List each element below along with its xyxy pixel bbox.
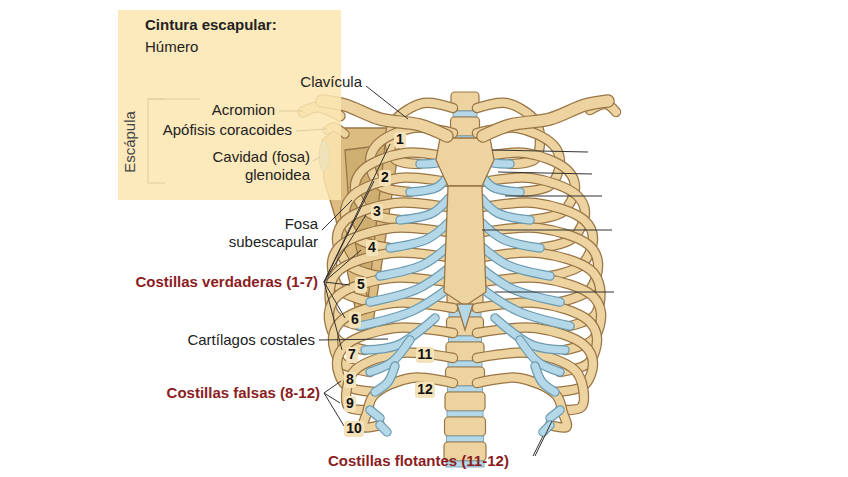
- callout-number: 10: [344, 421, 364, 436]
- callout-number: 7: [346, 347, 358, 362]
- costal-cartilage: [390, 222, 449, 248]
- costal-cartilage: [535, 366, 555, 392]
- costal-cartilage: [550, 410, 560, 418]
- costal-cartilage: [481, 222, 540, 248]
- group-label: Costillas falsas (8-12): [167, 384, 320, 402]
- info-box: Cintura escapular: HúmeroEscápula Acromion…: [118, 10, 341, 200]
- costal-cartilage: [495, 318, 565, 350]
- leader-line: [482, 230, 612, 231]
- leader-line: [505, 196, 602, 197]
- costal-cartilages: [360, 150, 570, 432]
- costal-cartilage-outline: [495, 318, 565, 350]
- leader-line: [366, 86, 408, 119]
- part-label: Clavícula: [300, 73, 362, 91]
- callout-number: 5: [355, 277, 367, 292]
- leader-line: [324, 215, 366, 282]
- callout-number: 2: [379, 170, 391, 185]
- group-label: Costillas flotantes (11-12): [328, 452, 509, 470]
- leader-line: [324, 393, 344, 426]
- callout-number: 6: [349, 312, 361, 327]
- costal-cartilage-outline: [400, 198, 449, 220]
- costal-cartilage-outline: [365, 318, 435, 350]
- callout-number: 3: [371, 204, 383, 219]
- callout-number: 4: [366, 240, 378, 255]
- scapula: [303, 104, 616, 330]
- rib-outline: [363, 378, 453, 428]
- leader-line: [324, 282, 350, 285]
- costal-cartilage: [400, 198, 449, 220]
- leader-line: [535, 421, 552, 456]
- costal-cartilage-outline: [481, 222, 540, 248]
- group-label: Costillas verdaderas (1-7): [135, 273, 318, 291]
- costal-cartilage-outline: [550, 410, 560, 418]
- intervertebral-disc: [453, 111, 477, 117]
- costal-cartilage-outline: [535, 366, 555, 392]
- costal-cartilage-outline: [370, 410, 380, 418]
- costal-cartilage-outline: [375, 366, 395, 392]
- part-label: Cartílagos costales: [187, 331, 315, 349]
- leader-line: [492, 150, 588, 152]
- leader-line: [324, 282, 345, 318]
- vertebra: [445, 417, 486, 436]
- costal-cartilage-outline: [380, 425, 387, 432]
- callout-number: 12: [415, 382, 435, 397]
- costal-cartilage-outline: [543, 425, 550, 432]
- intervertebral-disc: [447, 411, 483, 417]
- manubrium: [436, 138, 494, 186]
- part-label: Apófisis coracoides: [163, 121, 292, 139]
- part-label: Fosa subescapular: [218, 215, 318, 251]
- vertical-label: Escápula: [121, 111, 139, 173]
- callout-number: 9: [344, 396, 356, 411]
- costal-cartilage: [481, 198, 530, 220]
- box-heading: Cintura escapular:: [145, 16, 277, 34]
- leader-line: [495, 292, 614, 293]
- costal-cartilage: [380, 425, 387, 432]
- clavicle: [483, 101, 608, 136]
- clavicle-outline: [483, 101, 608, 136]
- rib-outline: [477, 378, 567, 428]
- part-label: Cavidad (fosa) glenoidea: [192, 148, 310, 184]
- costal-cartilage: [365, 318, 435, 350]
- xiphoid-process: [457, 304, 473, 330]
- leader-line: [533, 436, 543, 456]
- sternum: [436, 138, 494, 330]
- costal-cartilage: [375, 366, 395, 392]
- costal-cartilage: [543, 425, 550, 432]
- rib: [363, 378, 453, 428]
- box-text: Húmero: [145, 38, 198, 56]
- costal-cartilage-outline: [390, 222, 449, 248]
- leader-line: [324, 381, 341, 393]
- leader-line: [324, 393, 340, 403]
- vertebra: [445, 392, 485, 411]
- costal-cartilage-outline: [481, 198, 530, 220]
- leader-line: [498, 172, 592, 174]
- leader-line: [322, 200, 352, 230]
- callout-number: 8: [344, 372, 356, 387]
- clavicles: [322, 101, 608, 136]
- rib: [477, 378, 567, 428]
- sternum-body: [444, 186, 486, 306]
- callout-number: 11: [416, 347, 435, 362]
- ribs: [329, 103, 601, 428]
- leader-line: [319, 339, 388, 340]
- costal-cartilage: [370, 410, 380, 418]
- intervertebral-disc: [447, 436, 484, 442]
- part-label: Acromion: [212, 101, 275, 119]
- callout-number: 1: [394, 132, 406, 147]
